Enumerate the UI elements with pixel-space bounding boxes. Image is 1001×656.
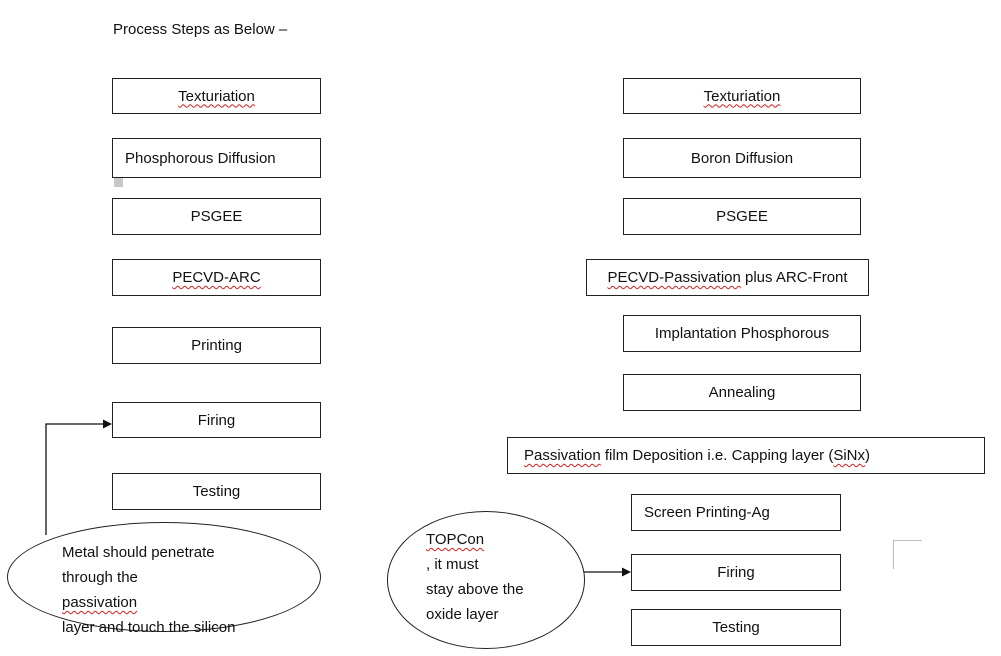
left-step-texturiation: Texturiation — [112, 78, 321, 114]
metal-note-line: through the passivation — [62, 565, 235, 615]
metal-note-passivation-word: passivation — [62, 594, 138, 611]
right-step-label: PECVD-Passivation plus ARC-Front — [607, 269, 848, 286]
topcon-note-line: stay above the — [426, 581, 524, 598]
left-step-label: Texturiation — [178, 87, 255, 105]
right-step-implantation: Implantation Phosphorous — [623, 315, 861, 352]
left-step-label: Printing — [191, 337, 242, 354]
right-step-screen-printing: Screen Printing-Ag — [631, 494, 841, 531]
right-step-boron-diffusion: Boron Diffusion — [623, 138, 861, 178]
right-step-label-passivation: Passivation — [524, 447, 601, 464]
right-step-label: Screen Printing-Ag — [644, 504, 770, 521]
right-step-label: Texturiation — [703, 87, 781, 105]
topcon-note-line: TOPCon, it must — [426, 527, 524, 577]
right-step-label: Implantation Phosphorous — [654, 325, 830, 342]
left-step-label: Testing — [192, 483, 241, 500]
right-step-label-sinx: SiNx — [833, 447, 865, 464]
metal-penetration-note: Metal should penetrate through the passi… — [7, 522, 321, 636]
right-step-firing: Firing — [631, 554, 841, 591]
left-step-testing: Testing — [112, 473, 321, 510]
right-step-annealing: Annealing — [623, 374, 861, 411]
metal-note-line: layer and touch the silicon — [62, 619, 236, 636]
metal-note-text: Metal should penetrate through the passi… — [62, 540, 235, 640]
topcon-note-arrowhead — [622, 567, 631, 577]
left-step-label: Firing — [197, 411, 236, 429]
topcon-note-topcon-word: TOPCon — [426, 531, 485, 548]
left-step-psgee: PSGEE — [112, 198, 321, 235]
metal-note-connector — [45, 423, 104, 535]
right-step-label: Testing — [712, 619, 760, 636]
left-step-phosphorous-diffusion: Phosphorous Diffusion — [112, 138, 321, 178]
right-step-passivation-film: Passivation film Deposition i.e. Capping… — [507, 437, 985, 474]
resize-handle — [114, 178, 123, 187]
right-step-label: Annealing — [708, 384, 776, 401]
right-step-label: Passivation film Deposition i.e. Capping… — [524, 447, 870, 464]
right-step-label: Firing — [717, 564, 755, 581]
topcon-note-line: oxide layer — [426, 606, 499, 623]
right-step-label-pecvd: PECVD-Passivation — [607, 269, 741, 286]
left-step-printing: Printing — [112, 327, 321, 364]
diagram-heading: Process Steps as Below – — [113, 21, 288, 38]
left-step-firing: Firing — [112, 402, 321, 438]
right-step-pecvd-passivation: PECVD-Passivation plus ARC-Front — [586, 259, 869, 296]
right-step-testing: Testing — [631, 609, 841, 646]
topcon-note-text: TOPCon, it must stay above the oxide lay… — [426, 527, 524, 627]
left-step-label: Phosphorous Diffusion — [125, 149, 276, 167]
left-step-label: PECVD-ARC — [172, 269, 261, 286]
right-step-label: Boron Diffusion — [690, 149, 794, 167]
right-step-label: PSGEE — [716, 208, 768, 225]
metal-note-line: Metal should penetrate — [62, 544, 215, 561]
left-step-label: PSGEE — [190, 208, 243, 225]
left-step-pecvd-arc: PECVD-ARC — [112, 259, 321, 296]
metal-note-arrowhead — [103, 419, 112, 429]
right-step-texturiation: Texturiation — [623, 78, 861, 114]
page-corner-marker — [893, 540, 922, 569]
right-step-psgee: PSGEE — [623, 198, 861, 235]
topcon-note: TOPCon, it must stay above the oxide lay… — [387, 511, 585, 649]
